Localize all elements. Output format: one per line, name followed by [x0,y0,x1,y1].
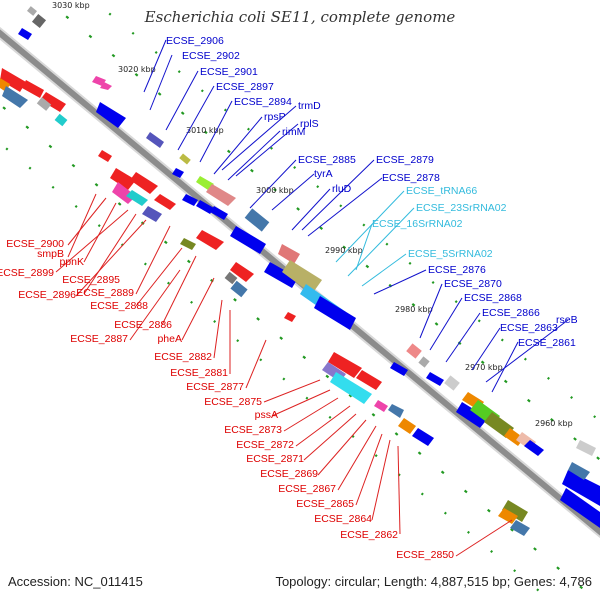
forward-genes [18,6,600,528]
gene-label: trmD [298,100,321,112]
gene-label: ECSE_2868 [464,292,522,304]
gene-label: ppnK [59,256,84,268]
genome-title: Escherichia coli SE11, complete genome [144,8,456,26]
tick-label: 3010 kbp [186,126,224,135]
gene-label: ECSE_2850 [396,549,454,561]
rna-labels: ECSE_tRNA66 ECSE_23SrRNA02 ECSE_16SrRNA0… [372,185,507,260]
gene-label: ECSE_2897 [216,81,274,93]
gene-label: ECSE_2894 [234,96,292,108]
gene-label: ECSE_2871 [246,453,304,465]
gene-label: ECSE_2882 [154,351,212,363]
gene-label: ECSE_2896 [18,289,76,301]
accession-text: Accession: NC_011415 [8,574,143,589]
gene-label: ECSE_2906 [166,35,224,47]
gene-label: ECSE_2875 [204,396,262,408]
gene-label: ECSE_2869 [260,468,318,480]
gene-label: ECSE_2900 [6,238,64,250]
gene-label: ECSE_2899 [0,267,54,279]
gene-label: ECSE_2881 [170,367,228,379]
gene-label: ECSE_2888 [90,300,148,312]
gene-label: ECSE_2879 [376,154,434,166]
gene-label: ECSE_2864 [314,513,372,525]
gene-label: ECSE_2872 [236,439,294,451]
gene-label: ECSE_2877 [186,381,244,393]
tick-label: 2990 kbp [325,246,363,255]
tick-label: 2970 kbp [465,363,503,372]
gene-label: pssA [255,409,278,421]
gene-label: ECSE_2889 [76,287,134,299]
gene-label: ECSE_2867 [278,483,336,495]
forward-leader-lines [143,39,569,393]
reverse-leader-lines [55,193,513,557]
gene-label: ECSE_2863 [500,322,558,334]
gene-label: ECSE_2876 [428,264,486,276]
gene-label: rseB [556,314,578,326]
gene-label: smpB [37,248,64,260]
gene-label: ECSE_2866 [482,307,540,319]
reverse-genes [0,68,530,536]
gene-label: ECSE_16SrRNA02 [372,218,463,230]
gene-label: ECSE_2895 [62,274,120,286]
gene-label: ECSE_2873 [224,424,282,436]
gene-label: rluD [332,183,352,195]
gene-label: ECSE_23SrRNA02 [416,202,507,214]
tick-label: 2960 kbp [535,419,573,428]
gene-label: ECSE_2887 [70,333,128,345]
gene-label: tyrA [314,168,333,180]
genome-summary-text: Topology: circular; Length: 4,887,515 bp… [275,574,592,589]
gene-label: rplS [300,118,319,130]
gene-label: ECSE_2901 [200,66,258,78]
gene-label: ECSE_2885 [298,154,356,166]
tick-label: 2980 kbp [395,305,433,314]
gene-label: ECSE_2878 [382,172,440,184]
gene-label: ECSE_2862 [340,529,398,541]
gene-label: ECSE_5SrRNA02 [408,248,493,260]
rna-leader-lines [335,190,415,287]
gene-label: rimM [282,126,305,138]
gene-label: ECSE_2886 [114,319,172,331]
gene-label: ECSE_2865 [296,498,354,510]
tick-label: 3020 kbp [118,65,156,74]
gene-label: pheA [157,333,182,345]
reverse-labels: smpB ECSE_2900 ppnK ECSE_2899 ECSE_2895 … [0,238,454,561]
tick-label: 3000 kbp [256,186,294,195]
gene-label: ECSE_2861 [518,337,576,349]
gene-label: ECSE_tRNA66 [406,185,477,197]
forward-labels: ECSE_2906 ECSE_2902 ECSE_2901 ECSE_2897 … [166,35,578,349]
gene-label: ECSE_2902 [182,50,240,62]
tick-labels: 3030 kbp 3020 kbp 3010 kbp 3000 kbp 2990… [52,1,573,428]
gene-label: ECSE_2870 [444,278,502,290]
gene-label: rpsP [264,111,286,123]
tick-label: 3030 kbp [52,1,90,10]
